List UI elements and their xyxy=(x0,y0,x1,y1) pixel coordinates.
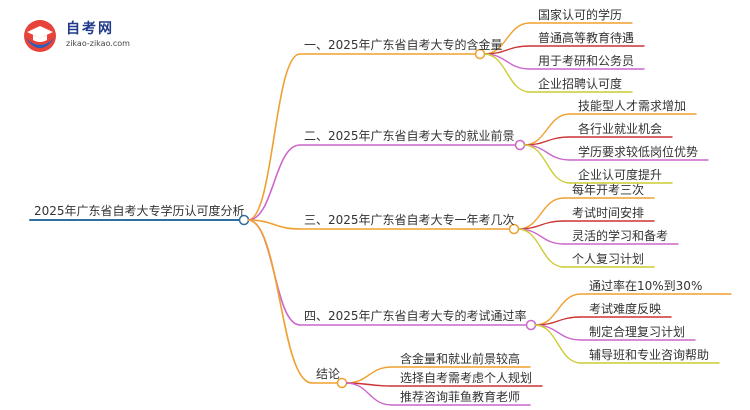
leaf-label[interactable]: 选择自考需考虑个人规划 xyxy=(400,371,533,385)
leaf-label[interactable]: 普通高等教育待遇 xyxy=(538,31,635,45)
leaf-label[interactable]: 各行业就业机会 xyxy=(578,122,663,136)
leaf-connector xyxy=(523,144,571,184)
leaf-label[interactable]: 企业招聘认可度 xyxy=(538,77,623,91)
leaf-label[interactable]: 国家认可的学历 xyxy=(538,8,623,22)
branch-label-4[interactable]: 四、2025年广东省自考大专的考试通过率 xyxy=(304,309,527,323)
leaf-connector xyxy=(345,382,393,406)
branch-connector xyxy=(247,219,313,384)
leaf-label[interactable]: 辅导班和专业咨询帮助 xyxy=(589,348,710,362)
branch-label-1[interactable]: 一、2025年广东省自考大专的含金量 xyxy=(304,38,503,52)
leaf-connector xyxy=(483,53,531,93)
branch-label-5[interactable]: 结论 xyxy=(316,367,341,381)
root-label[interactable]: 2025年广东省自考大专学历认可度分析 xyxy=(34,204,245,218)
leaf-label[interactable]: 考试时间安排 xyxy=(572,206,645,220)
leaf-label[interactable]: 通过率在10%到30% xyxy=(589,279,703,293)
leaf-label[interactable]: 制定合理复习计划 xyxy=(589,325,686,339)
graduation-cap-icon xyxy=(24,20,56,52)
leaf-label[interactable]: 每年开考三次 xyxy=(572,183,645,197)
branch-connector xyxy=(247,219,301,230)
branch-connector xyxy=(247,53,301,221)
leaf-label[interactable]: 技能型人才需求增加 xyxy=(578,99,687,113)
leaf-label[interactable]: 学历要求较低岗位优势 xyxy=(578,145,699,159)
leaf-label[interactable]: 含金量和就业前景较高 xyxy=(400,352,521,366)
site-logo[interactable]: 自考网 zikao-zikao.com xyxy=(22,16,162,60)
leaf-label[interactable]: 考试难度反映 xyxy=(589,302,662,316)
logo-subtitle: zikao-zikao.com xyxy=(66,39,130,48)
leaf-label[interactable]: 推荐咨询菲鱼教育老师 xyxy=(400,390,521,404)
leaf-connector xyxy=(534,324,582,341)
leaf-connector xyxy=(523,144,571,161)
leaf-connector xyxy=(345,366,393,384)
branch-label-2[interactable]: 二、2025年广东省自考大专的就业前景 xyxy=(304,129,515,143)
branch-node-2[interactable] xyxy=(514,139,526,151)
branch-node-4[interactable] xyxy=(525,319,537,331)
logo-title: 自考网 xyxy=(66,21,114,37)
branch-connector xyxy=(247,144,301,221)
leaf-connector xyxy=(483,53,531,70)
leaf-label[interactable]: 灵活的学习和备考 xyxy=(572,229,669,243)
leaf-connector xyxy=(517,228,565,245)
leaf-label[interactable]: 个人复习计划 xyxy=(572,252,645,266)
leaf-connector xyxy=(534,324,582,364)
branch-label-3[interactable]: 三、2025年广东省自考大专一年考几次 xyxy=(304,213,515,227)
leaf-connector xyxy=(517,228,565,268)
leaf-label[interactable]: 企业认可度提升 xyxy=(578,168,663,182)
leaf-label[interactable]: 用于考研和公务员 xyxy=(538,54,635,68)
